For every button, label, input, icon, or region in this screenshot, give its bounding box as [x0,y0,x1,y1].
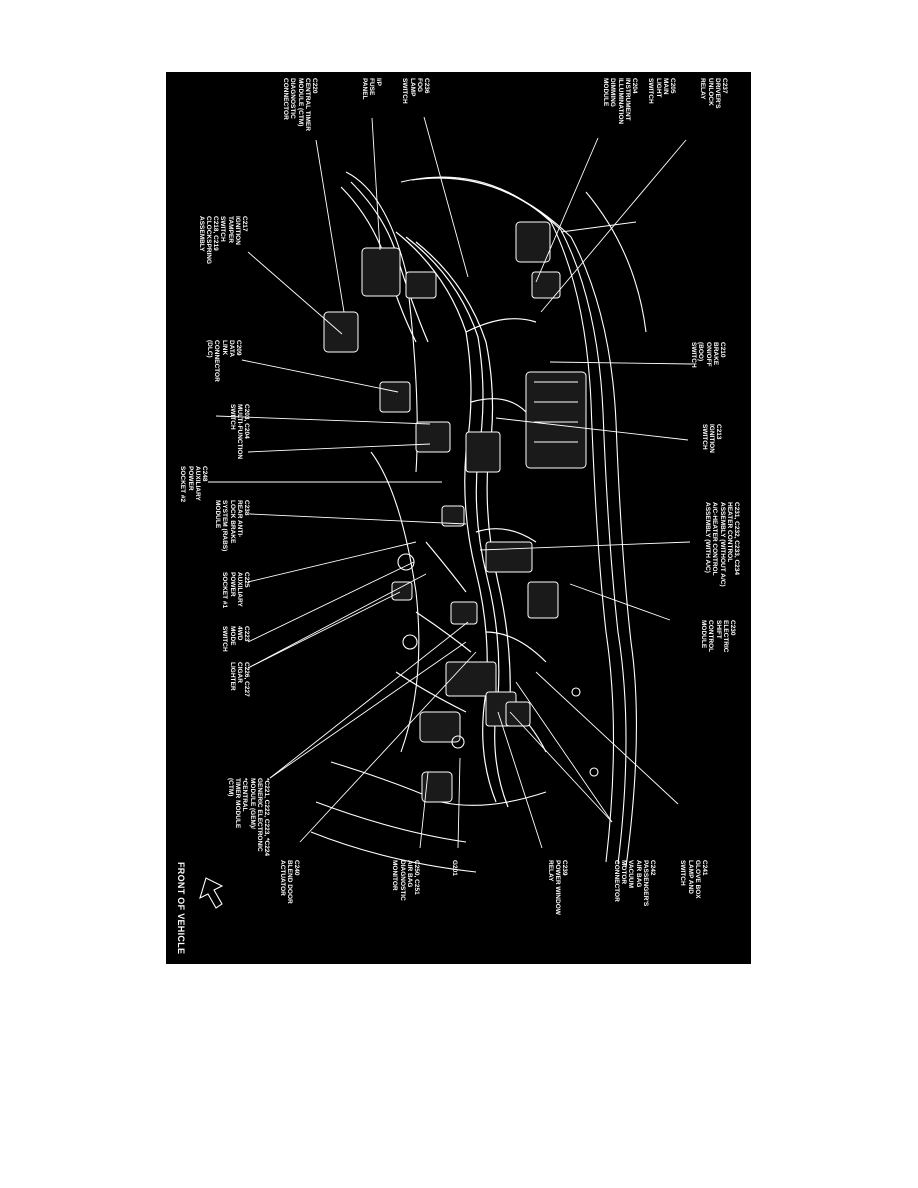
callout-lines [208,116,693,849]
label-c226-cigar-lighter: C226, C227 CIGAR LIGHTER [228,662,250,697]
label-c240-blend-door-actuator: C240 BLEND DOOR ACTUATOR [278,860,300,904]
label-c238-rabs-module: C238 REAR ANTI- LOCK BRAKE SYSTEM (RABS)… [214,500,250,552]
front-arrow-icon [199,877,224,909]
label-c217-ignition-tamper-switch: C217 IGNITION TAMPER SWITCH C218, C219 C… [197,216,248,265]
label-c203-multi-function-switch: C203, C204 MULTI-FUNCTION SWITCH [228,404,250,460]
label-c225-auxiliary-power-socket-1: C225 AUXILIARY POWER SOCKET #1 [221,572,250,609]
label-c230-electric-shift-control-module: C230 ELECTRIC SHIFT CONTROL MODULE [700,620,736,653]
label-g201: G201 [451,860,458,876]
label-c221-generic-electronic-module: *C221, C222, C223, *C224 GENERIC ELECTRO… [226,778,270,857]
dash-outline [310,171,647,873]
label-c237-drivers-unlock-relay: C237 DRIVER'S UNLOCK RELAY [699,78,728,109]
label-c220-central-timer-module: C220 CENTRAL TIMER MODULE (CTM) DIAGNOST… [282,78,318,131]
instrument-panel-drawing [199,116,693,909]
label-c213-ignition-switch: C213 IGNITION SWITCH [700,424,722,453]
label-c239-power-window-relay: C239 POWER WINDOW RELAY [546,860,568,915]
components [323,221,599,803]
label-c223-4wd-mode-switch: C223 4WD MODE SWITCH [221,626,250,652]
label-c242-passenger-air-bag-vacuum-motor: C242 PASSENGER'S AIR BAG VACUUM MOTOR CO… [612,860,656,907]
label-c231-heater-control-assembly: C231, C232, C233, C234 HEATER CONTROL AS… [704,502,740,587]
front-of-vehicle-label: FRONT OF VEHICLE [176,862,186,955]
label-c209-data-link-connector: C209 DATA LINK CONNECTOR (DLC) [206,340,242,382]
label-c204-instrument-illumination-dimming-module: C204 INSTRUMENT ILLUMINATION DIMMING MOD… [602,78,638,125]
label-c241-glove-box-lamp-switch: C241 GLOVE BOX LAMP AND SWITCH [679,860,708,899]
label-c210-brake-on-off-switch: C210 BRAKE ON/OFF (BOO) SWITCH [690,342,726,368]
label-c248-auxiliary-power-socket-2: C248 AUXILIARY POWER SOCKET #2 [179,466,208,503]
label-c205-main-light-switch: C205 MAIN LIGHT SWITCH [647,78,676,104]
label-c236-fog-lamp-switch: C236 FOG LAMP SWITCH [401,78,430,104]
wiring-diagram-panel: C237 DRIVER'S UNLOCK RELAY C205 MAIN LIG… [166,72,751,964]
label-ip-fuse-panel: I/P FUSE PANEL [360,78,382,100]
label-c250-air-bag-diagnostic-monitor: C250, C251 AIR BAG DIAGNOSTIC MONITOR [391,860,420,901]
